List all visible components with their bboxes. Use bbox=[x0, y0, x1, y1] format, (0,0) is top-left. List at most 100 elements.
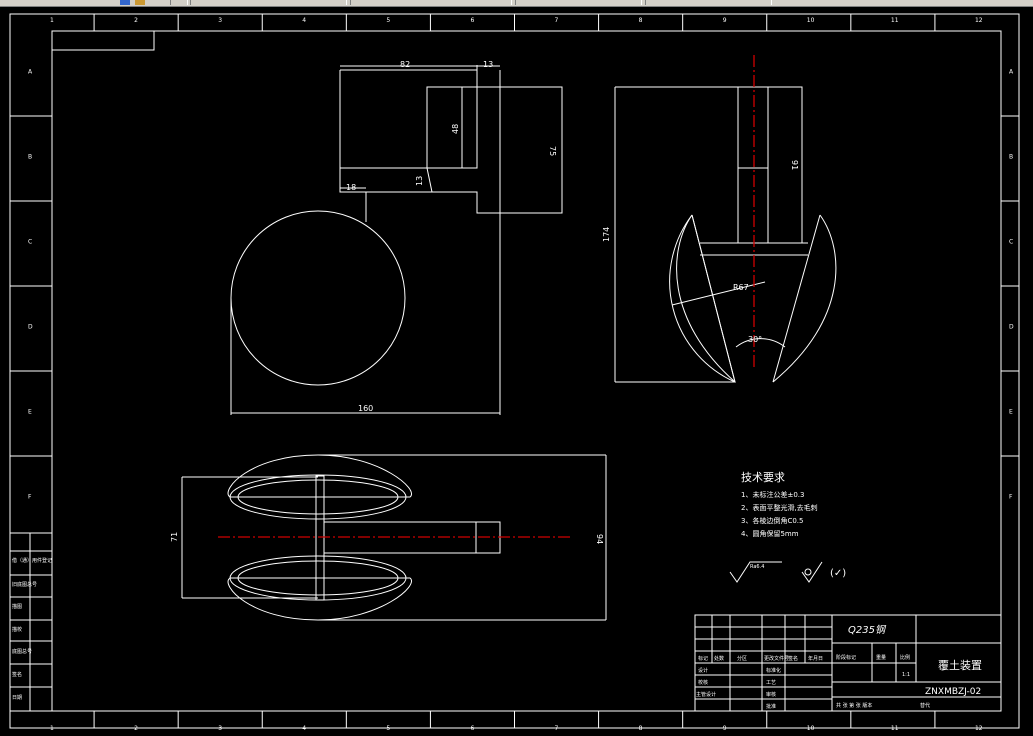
zone-row-left-C: C bbox=[28, 239, 32, 246]
role-check: 校核 bbox=[698, 679, 708, 686]
rev-header-3: 分区 bbox=[737, 655, 747, 662]
zone-col-bottom-8: 8 bbox=[639, 725, 643, 732]
top-right-view: R67 30° 91 174 bbox=[602, 55, 837, 383]
zone-row-left-E: E bbox=[28, 409, 32, 416]
material-label: Q235钢 bbox=[848, 624, 887, 636]
dimension-82: 82 bbox=[400, 60, 410, 69]
zone-row-right-B: B bbox=[1009, 154, 1013, 161]
zone-col-bottom-10: 10 bbox=[807, 725, 815, 732]
role-standard: 标准化 bbox=[766, 667, 781, 674]
zone-col-top-1: 1 bbox=[50, 17, 54, 24]
tech-item-2: 2、表面平整光滑,去毛刺 bbox=[741, 503, 818, 512]
zone-row-left-D: D bbox=[28, 324, 33, 331]
zone-col-bottom-11: 11 bbox=[891, 725, 899, 732]
sheet-outer-border bbox=[9, 13, 1020, 729]
zone-row-right-C: C bbox=[1009, 239, 1013, 246]
role-review: 审核 bbox=[766, 691, 776, 698]
bottom-view: 71 94 bbox=[170, 454, 607, 621]
zone-col-bottom-2: 2 bbox=[134, 725, 138, 732]
rev-header-2: 处数 bbox=[714, 655, 724, 662]
stamp-label-5: 底图总号 bbox=[12, 648, 32, 655]
role-design: 设计 bbox=[698, 667, 708, 674]
zone-col-bottom-12: 12 bbox=[975, 725, 983, 732]
linetype-dropdown[interactable] bbox=[350, 0, 512, 5]
dimension-91: 91 bbox=[790, 160, 799, 170]
stamp-label-3: 描图 bbox=[12, 603, 22, 610]
left-stamp-strip: 借（通）用件登记 旧底图总号 描图 描校 底图总号 签名 日期 bbox=[9, 532, 53, 712]
dimension-75: 75 bbox=[548, 146, 557, 156]
zone-col-top-11: 11 bbox=[891, 17, 899, 24]
roughness-bracket-icon: (✓) bbox=[830, 568, 846, 579]
zone-col-bottom-1: 1 bbox=[50, 725, 54, 732]
toolbar bbox=[0, 0, 1033, 7]
lineweight-dropdown[interactable] bbox=[515, 0, 642, 5]
zone-col-top-6: 6 bbox=[470, 17, 474, 24]
zone-col-bottom-6: 6 bbox=[470, 725, 474, 732]
tech-item-1: 1、未标注公差±0.3 bbox=[741, 490, 804, 499]
zoom-icon[interactable] bbox=[120, 0, 130, 5]
replace-label: 替代 bbox=[920, 702, 930, 709]
sheet-inner-frame bbox=[51, 30, 1002, 712]
zone-row-right-F: F bbox=[1009, 494, 1013, 501]
zone-row-right-A: A bbox=[1009, 69, 1014, 76]
tech-title: 技术要求 bbox=[741, 471, 785, 484]
dimension-71: 71 bbox=[170, 532, 179, 542]
zone-row-ticks: A A B B C C D D E E F F bbox=[10, 69, 1019, 501]
tech-item-3: 3、各棱边倒角C0.5 bbox=[741, 516, 803, 525]
dimension-48: 48 bbox=[451, 124, 460, 134]
stamp-label-6: 签名 bbox=[12, 671, 22, 678]
stamp-label-4: 描校 bbox=[12, 626, 22, 633]
stamp-label-1: 借（通）用件登记 bbox=[12, 557, 52, 564]
toolbar-button[interactable] bbox=[170, 0, 188, 5]
zone-col-bottom-3: 3 bbox=[218, 725, 222, 732]
rev-header-6: 年月日 bbox=[808, 655, 823, 662]
top-left-view: 82 13 48 75 13 18 160 bbox=[230, 60, 563, 415]
zone-row-left-A: A bbox=[28, 69, 33, 76]
zone-col-bottom-5: 5 bbox=[386, 725, 390, 732]
role-chief: 主管设计 bbox=[696, 691, 716, 698]
drawing-code: ZNXMBZJ-02 bbox=[925, 687, 981, 697]
roughness-value: Ra6.4 bbox=[750, 564, 764, 570]
sheet-count: 共 张 第 张 版本 bbox=[836, 702, 872, 709]
stage-header-2: 重量 bbox=[876, 654, 886, 661]
drawing-name: 覆土装置 bbox=[938, 659, 982, 672]
zone-col-top-2: 2 bbox=[134, 17, 138, 24]
stage-header-3: 比例 bbox=[900, 654, 910, 661]
zone-col-top-3: 3 bbox=[218, 17, 222, 24]
zone-row-right-E: E bbox=[1009, 409, 1013, 416]
zone-col-top-4: 4 bbox=[302, 17, 306, 24]
rev-header-4: 更改文件号 bbox=[764, 655, 789, 662]
roughness-symbol bbox=[729, 561, 782, 583]
rev-header-5: 签名 bbox=[788, 655, 798, 662]
roughness-other-icon bbox=[801, 561, 823, 583]
zone-col-top-8: 8 bbox=[639, 17, 643, 24]
role-process: 工艺 bbox=[766, 680, 776, 686]
zone-col-bottom-9: 9 bbox=[723, 725, 727, 732]
dimension-18: 18 bbox=[346, 183, 356, 192]
plotstyle-dropdown[interactable] bbox=[645, 0, 772, 5]
roughness-circle-icon bbox=[804, 568, 812, 576]
technical-requirements: 技术要求 1、未标注公差±0.3 2、表面平整光滑,去毛刺 3、各棱边倒角C0.… bbox=[729, 471, 846, 583]
dimension-160: 160 bbox=[358, 404, 373, 413]
layer-dropdown[interactable] bbox=[190, 0, 347, 5]
tech-item-4: 4、圆角保留5mm bbox=[741, 529, 799, 538]
title-block: Q235钢 覆土装置 ZNXMBZJ-02 1:1 标记 处数 分区 更改文件号… bbox=[694, 614, 1002, 712]
stamp-label-7: 日期 bbox=[12, 695, 22, 701]
zone-row-left-F: F bbox=[28, 494, 32, 501]
stage-header-1: 阶段标记 bbox=[836, 654, 856, 661]
zone-col-top-10: 10 bbox=[807, 17, 815, 24]
zone-col-top-5: 5 bbox=[386, 17, 390, 24]
zone-row-left-B: B bbox=[28, 154, 32, 161]
stamp-label-2: 旧底图总号 bbox=[12, 581, 37, 588]
dimension-94: 94 bbox=[595, 534, 604, 544]
dimension-13-mid: 13 bbox=[415, 176, 424, 186]
role-approve: 批准 bbox=[766, 703, 776, 710]
pan-icon[interactable] bbox=[135, 0, 145, 5]
rev-header-1: 标记 bbox=[698, 655, 708, 662]
dimension-angle-30: 30° bbox=[748, 335, 762, 344]
dimension-174: 174 bbox=[602, 227, 611, 242]
zone-row-right-D: D bbox=[1009, 324, 1014, 331]
zone-col-top-7: 7 bbox=[555, 17, 559, 24]
